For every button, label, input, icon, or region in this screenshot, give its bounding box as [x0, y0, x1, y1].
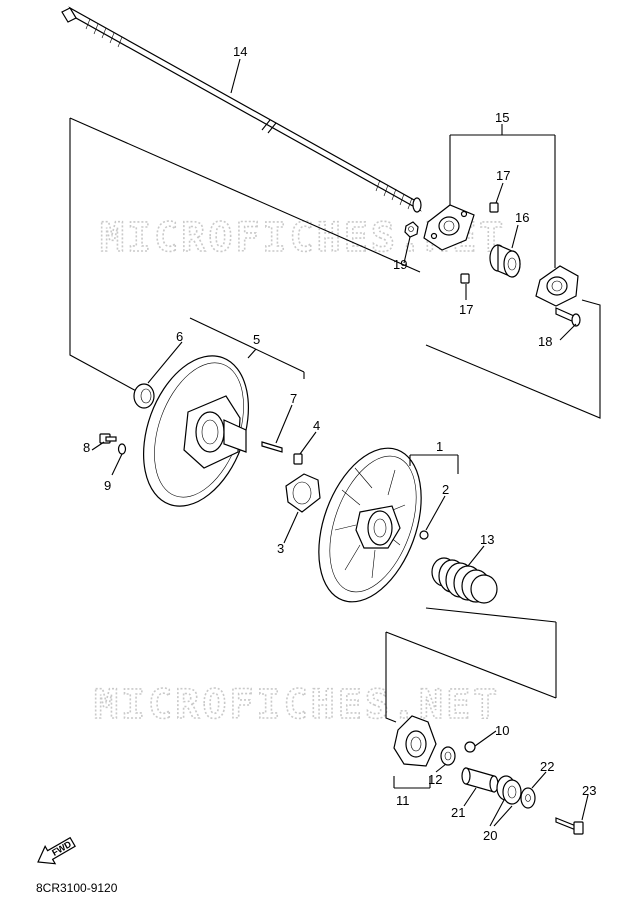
- part-4-bolt: [293, 453, 303, 465]
- callout-7: 7: [290, 391, 297, 406]
- callout-8: 8: [83, 440, 90, 455]
- part-3-gasket: [285, 473, 321, 513]
- callout-17-top: 17: [496, 168, 510, 183]
- callout-18: 18: [538, 334, 552, 349]
- callout-labels: 14 15 17 16 19 17 18 6 5 7 4 8 9 1 2 3 1…: [83, 44, 596, 843]
- part-17-nut-top: [489, 202, 499, 213]
- callout-5: 5: [253, 332, 260, 347]
- part-9-washer: [117, 443, 127, 455]
- callout-3: 3: [277, 541, 284, 556]
- callout-23: 23: [582, 783, 596, 798]
- callout-12: 12: [428, 772, 442, 787]
- callout-22: 22: [540, 759, 554, 774]
- part-10-washer: [464, 741, 476, 753]
- part-23-bolt: [555, 817, 584, 835]
- part-20-bushing: [496, 775, 522, 805]
- part-8-bolt: [99, 433, 117, 444]
- part-2-plug: [419, 530, 429, 540]
- callout-9: 9: [104, 478, 111, 493]
- callout-14: 14: [233, 44, 247, 59]
- part-16-bearing: [489, 244, 521, 278]
- callout-6: 6: [176, 329, 183, 344]
- leader-lines: [91, 58, 589, 827]
- part-15-housing-a: [423, 204, 475, 251]
- part-1-movable-sheave: [318, 447, 422, 603]
- callout-2: 2: [442, 482, 449, 497]
- part-5-fixed-sheave: [142, 355, 250, 507]
- callout-11-visible: 11: [396, 793, 410, 808]
- part-14-shaft: [61, 6, 422, 213]
- part-7-pin: [261, 441, 283, 453]
- part-15-housing-b: [535, 265, 579, 307]
- part-17-nut-bottom: [460, 273, 470, 284]
- callout-19: 19: [393, 257, 407, 272]
- callout-21: 21: [451, 805, 465, 820]
- watermark-bottom: MICROFICHES.NET: [94, 682, 500, 728]
- callout-17-bottom: 17: [459, 302, 473, 317]
- diagram-code: 8CR3100-9120: [36, 881, 118, 895]
- part-18-bolt: [555, 307, 581, 327]
- part-11-cam: [393, 715, 437, 767]
- callout-15: 15: [495, 110, 509, 125]
- part-12-collar: [440, 746, 456, 766]
- callout-4: 4: [313, 418, 320, 433]
- part-21-spacer: [461, 767, 499, 793]
- callout-13: 13: [480, 532, 494, 547]
- part-6-seal: [133, 383, 155, 409]
- callout-1: 1: [436, 439, 443, 454]
- part-22-washer: [520, 787, 536, 809]
- fwd-direction-arrow: FWD: [37, 836, 76, 865]
- part-13-spring: [431, 557, 498, 604]
- callout-20: 20: [483, 828, 497, 843]
- callout-16: 16: [515, 210, 529, 225]
- part-19-nut: [404, 221, 419, 238]
- callout-10: 10: [495, 723, 509, 738]
